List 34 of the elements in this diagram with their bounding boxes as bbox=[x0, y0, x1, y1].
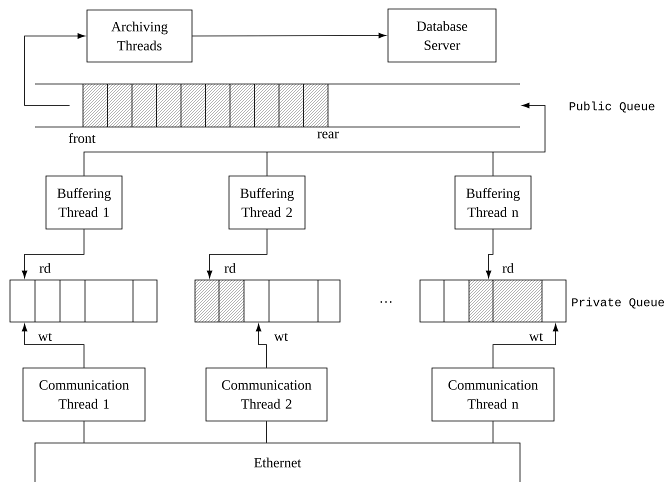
thread-box: Buffering Thread 2 bbox=[228, 176, 306, 230]
thread-box: Communication Thread 1 bbox=[22, 368, 146, 422]
queue-label: Public Queue bbox=[570, 102, 654, 112]
edge-label: wt bbox=[274, 333, 288, 342]
arrow bbox=[256, 324, 267, 368]
connector-line bbox=[266, 421, 267, 443]
text-label: … bbox=[380, 301, 392, 303]
arrow bbox=[492, 324, 558, 368]
edge-label: rd bbox=[39, 263, 51, 273]
edge-label: wt bbox=[529, 333, 543, 342]
arrow bbox=[84, 102, 546, 176]
edge-label: rd bbox=[502, 263, 514, 273]
thread-box: Archiving Threads bbox=[86, 10, 192, 62]
arrow bbox=[206, 229, 268, 278]
queue-drawing bbox=[34, 84, 520, 128]
text-label: rear bbox=[317, 132, 339, 138]
queue-drawing bbox=[420, 280, 566, 322]
queue-drawing bbox=[194, 280, 340, 322]
thread-box: Buffering Thread n bbox=[454, 176, 532, 230]
connector-line bbox=[492, 421, 494, 443]
arrow bbox=[22, 229, 84, 278]
queue-drawing bbox=[10, 280, 158, 322]
text-label: front bbox=[68, 133, 96, 143]
thread-box: Buffering Thread 1 bbox=[46, 176, 122, 230]
arrow bbox=[192, 32, 386, 38]
arrow bbox=[22, 324, 84, 368]
thread-box: Communication Thread n bbox=[432, 368, 554, 422]
edge-label: rd bbox=[224, 263, 236, 273]
edge-label: wt bbox=[38, 333, 52, 342]
thread-box: Communication Thread 2 bbox=[206, 368, 328, 422]
queue-label: Private Queue bbox=[572, 298, 664, 308]
arrow bbox=[486, 229, 494, 278]
network-bus: Ethernet bbox=[34, 442, 520, 482]
thread-box: Database Server bbox=[388, 8, 496, 62]
